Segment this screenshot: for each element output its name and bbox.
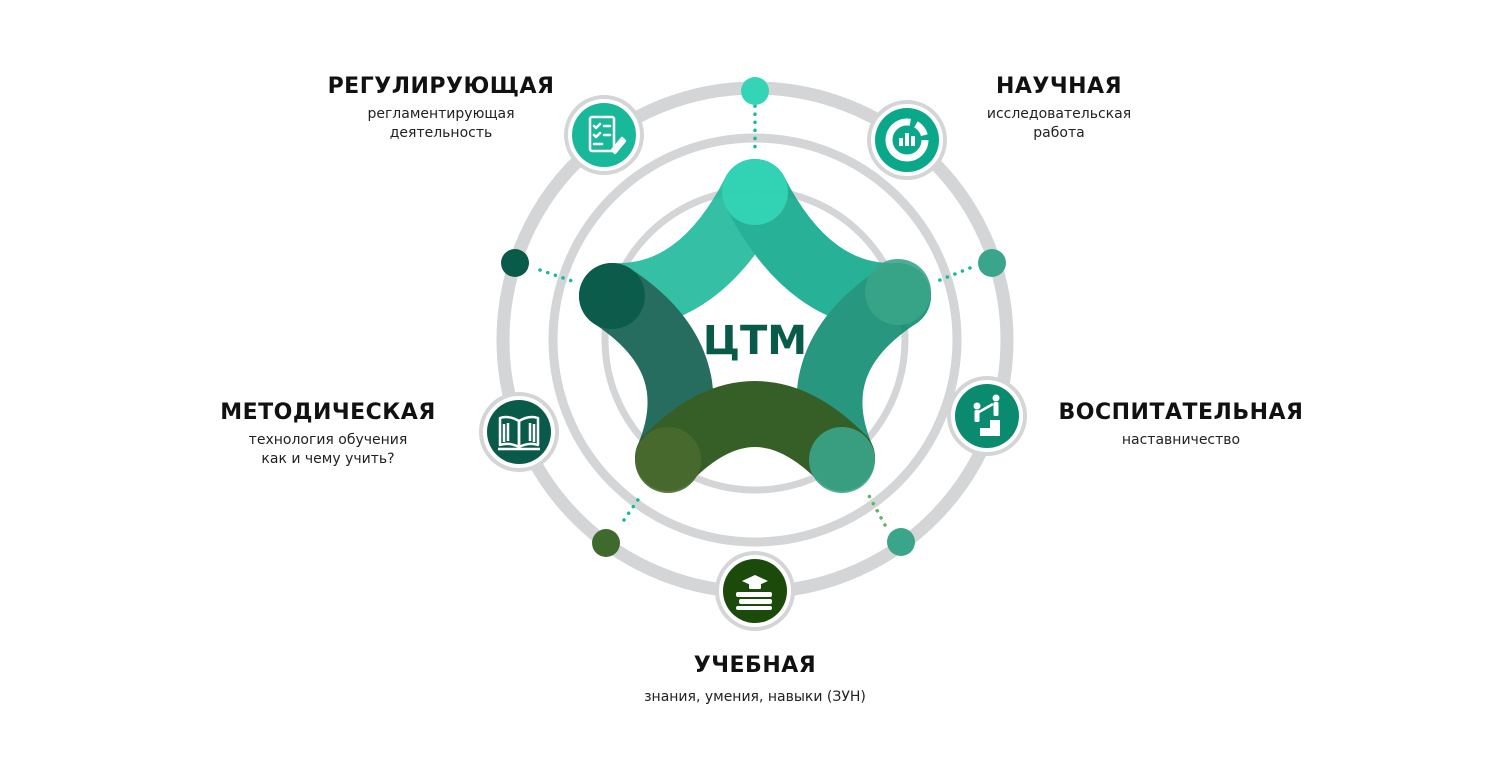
segment-subtitle-line1: знания, умения, навыки (ЗУН) bbox=[644, 689, 866, 705]
checklist-document-icon bbox=[588, 115, 627, 155]
ring-dot-right bbox=[978, 249, 1006, 277]
segment-subtitle-line2: работа bbox=[1033, 125, 1085, 141]
badge-learning[interactable] bbox=[715, 551, 795, 631]
segment-title: РЕГУЛИРУЮЩАЯ bbox=[327, 74, 555, 99]
open-book-icon bbox=[498, 415, 540, 451]
segment-subtitle-line1: технология обучения bbox=[248, 432, 408, 448]
label-regulatory: РЕГУЛИРУЮЩАЯ регламентирующая деятельнос… bbox=[300, 74, 582, 143]
center-label: ЦТМ bbox=[703, 318, 807, 364]
badge-regulatory[interactable] bbox=[564, 95, 644, 175]
segment-subtitle-line2: деятельность bbox=[389, 125, 493, 141]
star-tip-right bbox=[865, 259, 931, 325]
segment-title: НАУЧНАЯ bbox=[995, 74, 1123, 99]
ring-dot-bottom-left bbox=[592, 529, 620, 557]
star-tip-top bbox=[722, 159, 788, 225]
segment-subtitle-line1: исследовательская bbox=[986, 106, 1132, 122]
ring-dot-top bbox=[741, 77, 769, 105]
badge-scientific[interactable] bbox=[867, 100, 947, 180]
donut-chart-icon bbox=[885, 118, 929, 162]
label-educational: ВОСПИТАТЕЛЬНАЯ наставничество bbox=[1035, 400, 1327, 450]
ring-dot-bottom-right bbox=[887, 528, 915, 556]
badge-educational[interactable] bbox=[947, 376, 1027, 456]
label-scientific: НАУЧНАЯ исследовательская работа bbox=[935, 74, 1183, 143]
label-methodical: МЕТОДИЧЕСКАЯ технология обучения как и ч… bbox=[192, 400, 464, 469]
star-tip-left bbox=[579, 263, 645, 329]
star-tip-bottom-right bbox=[809, 427, 875, 493]
graduation-books-icon bbox=[736, 575, 772, 610]
mentoring-stairs-icon bbox=[970, 394, 1000, 436]
segment-title: ВОСПИТАТЕЛЬНАЯ bbox=[1058, 400, 1304, 425]
segment-title: УЧЕБНАЯ bbox=[693, 653, 817, 678]
ring-dot-left bbox=[501, 249, 529, 277]
connectors bbox=[538, 104, 972, 527]
segment-subtitle-line1: регламентирующая bbox=[367, 106, 515, 122]
star-tip-bottom-left bbox=[635, 427, 701, 493]
badge-methodical[interactable] bbox=[479, 392, 559, 472]
segment-subtitle-line1: наставничество bbox=[1121, 432, 1241, 448]
segment-subtitle-line2: как и чему учить? bbox=[261, 451, 395, 467]
label-learning: УЧЕБНАЯ знания, умения, навыки (ЗУН) bbox=[605, 653, 905, 707]
segment-title: МЕТОДИЧЕСКАЯ bbox=[220, 400, 436, 425]
